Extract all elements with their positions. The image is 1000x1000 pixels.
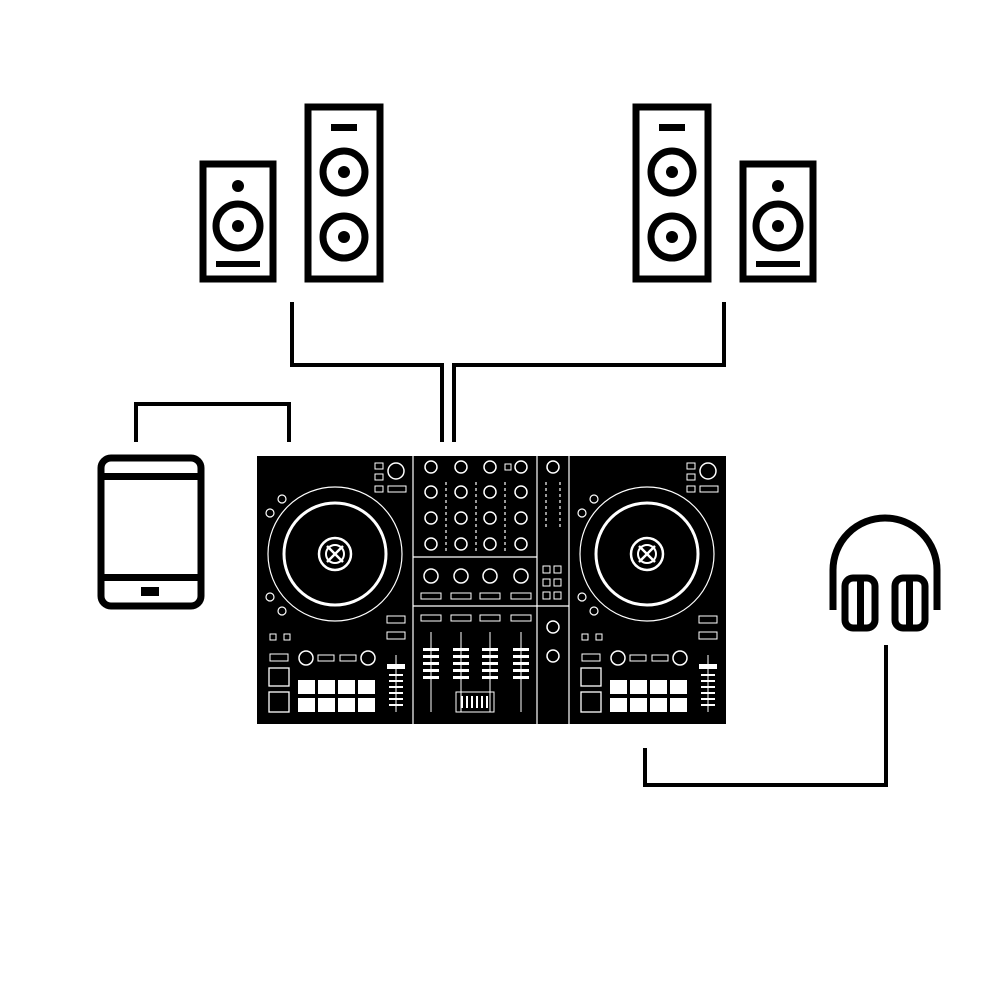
- headphones-icon: [829, 514, 941, 632]
- left-performance-pads: [298, 680, 375, 712]
- tablet-icon: [97, 454, 205, 610]
- tower-speaker-icon: [632, 103, 712, 283]
- right-deck: [577, 462, 719, 713]
- cables: [134, 302, 888, 787]
- eq-dashes: [445, 482, 561, 552]
- bookshelf-speaker-icon: [739, 160, 817, 283]
- left-deck: [265, 462, 407, 713]
- cable-left-speakers: [290, 302, 444, 442]
- cable-right-speakers: [452, 302, 726, 442]
- tower-speaker-icon: [304, 103, 384, 283]
- channel-fader-caps: [423, 648, 529, 708]
- cable-headphones: [643, 645, 888, 787]
- right-performance-pads: [610, 680, 687, 712]
- cable-tablet: [134, 402, 291, 442]
- dj-controller-icon: [257, 456, 726, 724]
- bookshelf-speaker-icon: [199, 160, 277, 283]
